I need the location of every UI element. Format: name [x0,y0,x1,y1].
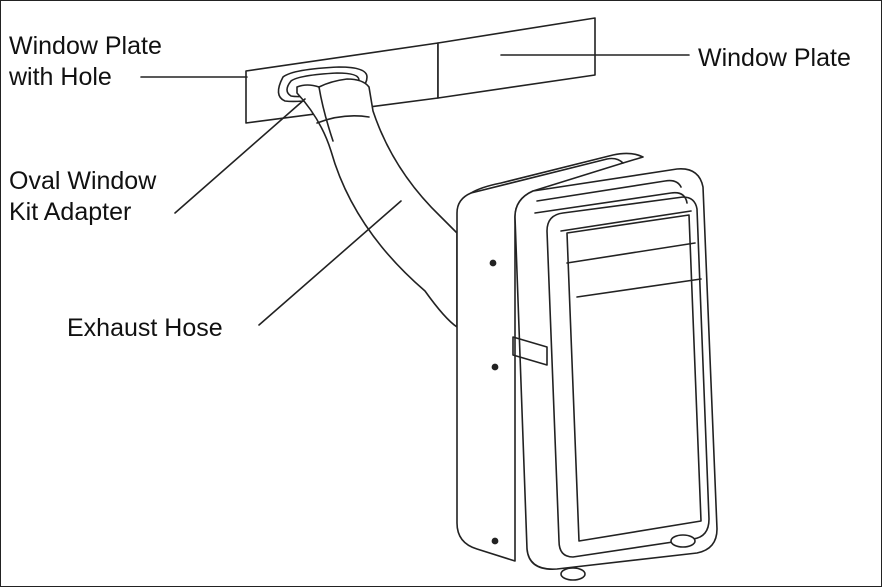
leader-exhaust-hose [258,200,402,326]
hose-inner-line [318,86,334,142]
label-window-plate-with-hole-line2: with Hole [9,63,112,91]
grille-slot-upper [560,210,692,232]
front-frame-border [546,196,710,558]
front-panel-divider [576,278,702,298]
grille-slot-lower [566,242,696,264]
top-edge-detail [470,152,644,194]
label-oval-window-kit-adapter: Oval Window Kit Adapter [9,166,156,228]
label-window-plate: Window Plate [698,44,851,72]
window-plate [437,17,596,99]
screw-top [489,259,497,267]
caster-wheel-front-left [560,567,586,581]
leader-oval-window-kit-adapter [174,98,306,214]
label-window-plate-with-hole: Window Plate with Hole [9,31,162,93]
side-handle [512,336,548,366]
hose-cuff-line [316,115,370,124]
label-exhaust-hose: Exhaust Hose [67,314,223,342]
front-inner-panel [566,214,702,542]
exhaust-hose [296,78,458,328]
label-oval-window-kit-adapter-line2: Kit Adapter [9,198,132,226]
screw-bottom [491,537,499,545]
label-window-plate-with-hole-line1: Window Plate [9,32,162,60]
top-grille-inner [534,191,688,214]
caster-wheel-front-right [670,534,696,548]
top-grille-outer [536,179,682,202]
label-oval-window-kit-adapter-line1: Oval Window [9,167,157,195]
ac-unit-front-panel [514,168,718,570]
screw-middle [491,363,499,371]
